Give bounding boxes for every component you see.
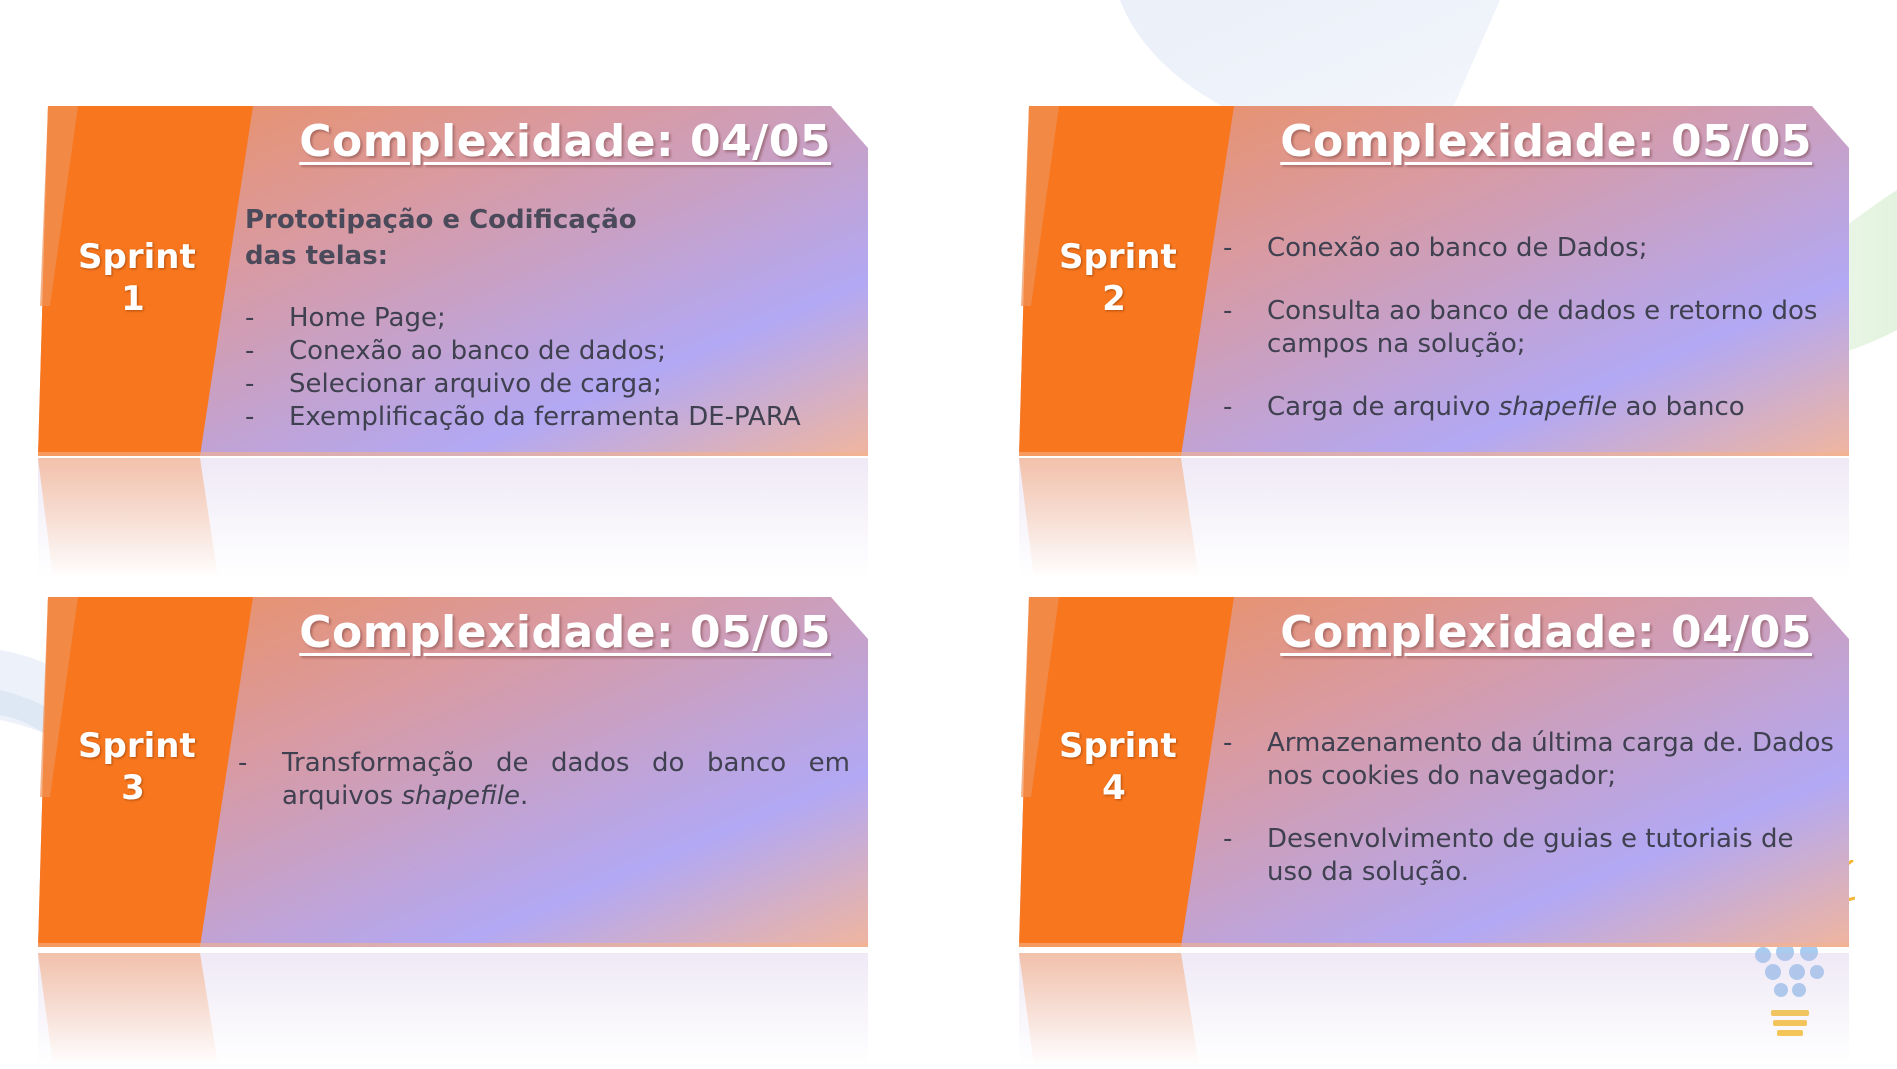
list-item: -Transformação de dados do banco em arqu…	[238, 748, 850, 811]
list-item: -Conexão ao banco de dados;	[245, 336, 666, 366]
complexity-title: Complexidade: 04/05	[299, 116, 831, 167]
sprint-label: Sprint 1	[78, 237, 196, 319]
sprint-card-2: Sprint 2 Complexidade: 05/05 -Conexão ao…	[1019, 106, 1854, 456]
list-item: -Carga de arquivo shapefile ao banco	[1223, 392, 1745, 422]
complexity-title: Complexidade: 04/05	[1280, 607, 1812, 658]
sprint-card-1: Sprint 1 Complexidade: 04/05 Prototipaçã…	[38, 106, 873, 456]
sprint-card-3: Sprint 3 Complexidade: 05/05 -Transforma…	[38, 597, 873, 947]
card-reflection	[38, 953, 868, 1065]
complexity-title: Complexidade: 05/05	[1280, 116, 1812, 167]
task-list: -Conexão ao banco de Dados; -Consulta ao…	[1223, 232, 1823, 424]
task-list: -Armazenamento da última carga de. Dados…	[1223, 727, 1835, 889]
sprint-card-4: Sprint 4 Complexidade: 04/05 -Armazename…	[1019, 597, 1854, 947]
card-content: -Transformação de dados do banco em arqu…	[238, 747, 850, 813]
card-background	[38, 106, 868, 456]
list-item: -Home Page;	[245, 303, 446, 333]
card-background	[1019, 106, 1849, 456]
card-content: Prototipação e Codificação das telas: -H…	[245, 202, 845, 434]
sprint-label: Sprint 2	[1059, 237, 1177, 319]
card-reflection	[1019, 458, 1849, 578]
list-item: -Conexão ao banco de Dados;	[1223, 233, 1648, 263]
card-content: -Armazenamento da última carga de. Dados…	[1223, 727, 1835, 889]
card-reflection	[1019, 953, 1849, 1065]
card-background	[1019, 597, 1849, 947]
card-heading: Prototipação e Codificação das telas:	[245, 205, 637, 271]
card-reflection	[38, 458, 868, 578]
complexity-title: Complexidade: 05/05	[299, 607, 831, 658]
sprint-label: Sprint 3	[78, 726, 196, 808]
list-item: -Exemplificação da ferramenta DE-PARA	[245, 402, 801, 432]
task-list: -Transformação de dados do banco em arqu…	[238, 747, 850, 813]
list-item: -Desenvolvimento de guias e tutoriais de…	[1223, 824, 1794, 887]
list-item: -Armazenamento da última carga de. Dados…	[1223, 728, 1834, 791]
task-list: -Home Page; -Conexão ao banco de dados; …	[245, 302, 845, 434]
list-item: -Selecionar arquivo de carga;	[245, 369, 662, 399]
sprint-label: Sprint 4	[1059, 726, 1177, 808]
list-item: -Consulta ao banco de dados e retorno do…	[1223, 296, 1818, 359]
card-background	[38, 597, 868, 947]
card-content: -Conexão ao banco de Dados; -Consulta ao…	[1223, 232, 1823, 424]
